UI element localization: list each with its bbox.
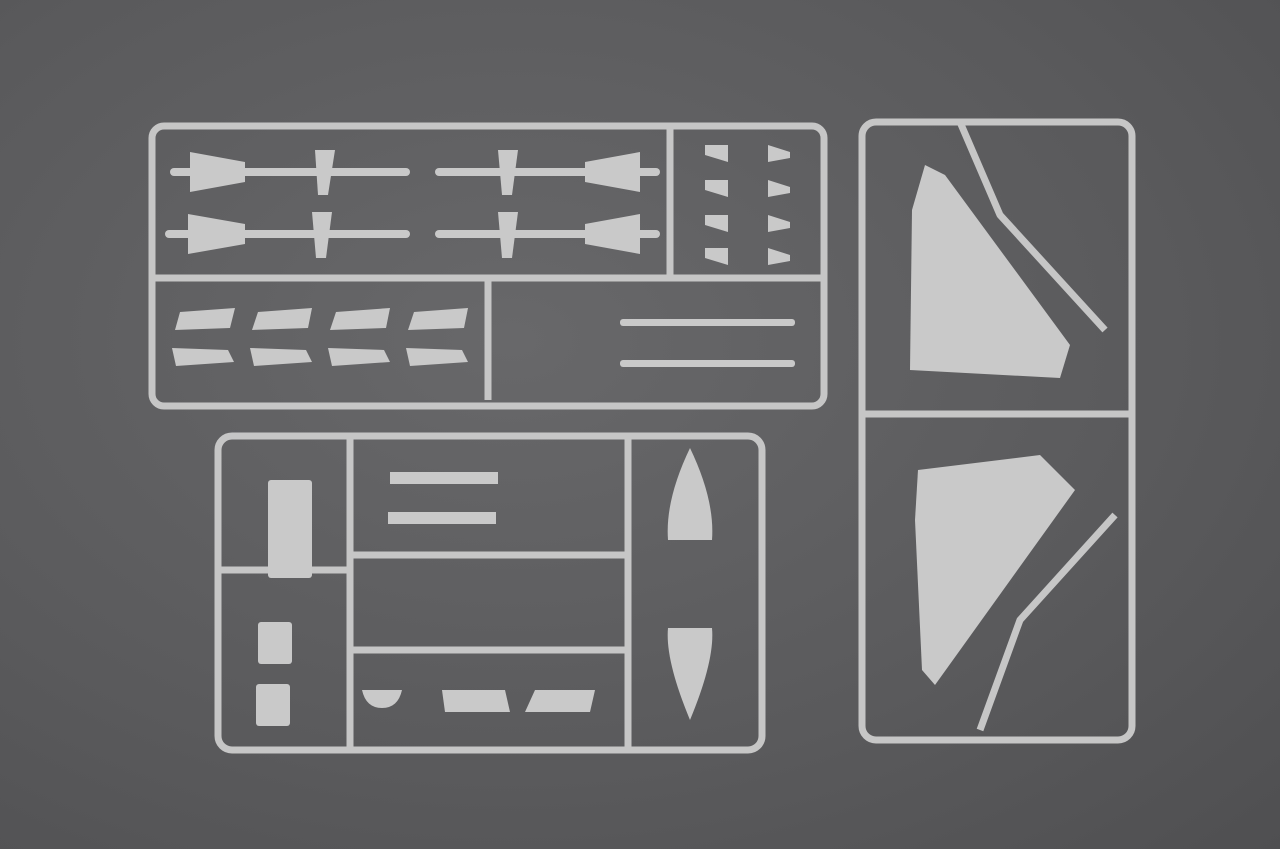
missile-2 [435, 150, 660, 195]
ejection-seat [268, 480, 312, 578]
wing-sprue-frame [858, 118, 1136, 744]
wing-right [915, 455, 1075, 685]
wing-left [910, 165, 1070, 378]
missile-sprue-frame [148, 122, 828, 410]
missile-3 [165, 212, 410, 258]
detail-sprue-frame [214, 432, 766, 754]
nose-cone-2 [667, 628, 713, 720]
missile-1 [170, 150, 410, 195]
nose-cone-1 [667, 448, 713, 540]
missile-4 [435, 212, 660, 258]
